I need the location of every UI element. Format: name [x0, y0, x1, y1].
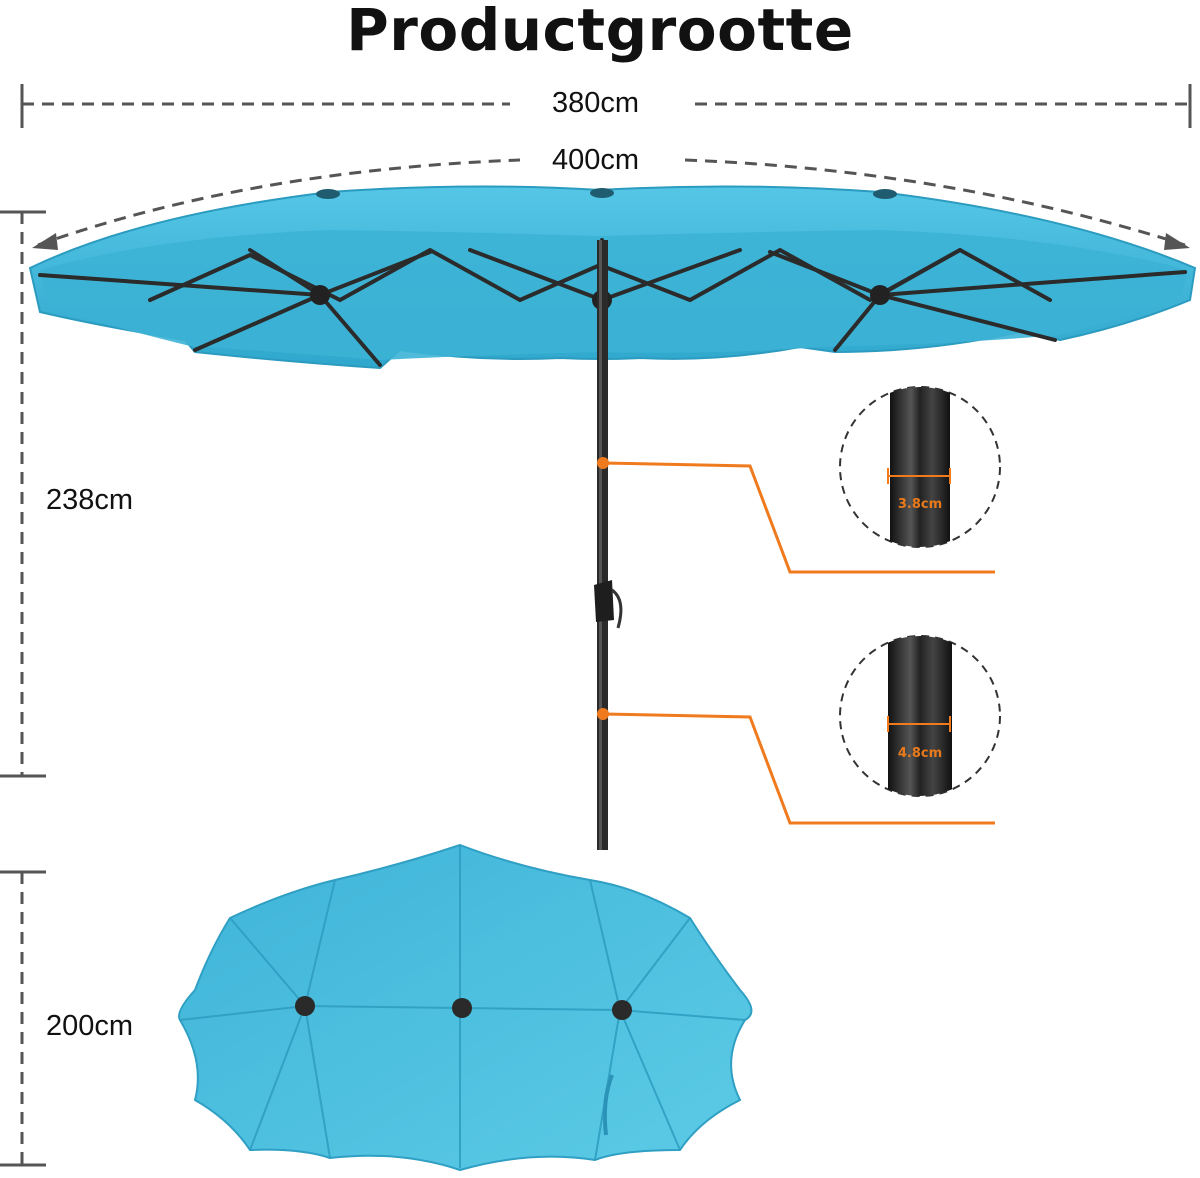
page-title: Productgrootte: [346, 0, 854, 64]
upper-pole-diameter-label: 3.8cm: [898, 497, 942, 512]
height-dimension-238: [0, 210, 46, 778]
upper-pole-callout: [597, 386, 1001, 574]
umbrella-open-illustration: [28, 185, 1197, 850]
depth-label: 200cm: [46, 1010, 134, 1042]
umbrella-top-view-illustration: [178, 843, 753, 1172]
width-dimension-380: [20, 84, 1192, 128]
pole-detail-icon: [888, 636, 952, 796]
depth-dimension-200: [0, 870, 46, 1167]
lower-pole-diameter-label: 4.8cm: [898, 746, 942, 761]
width-straight-label: 380cm: [552, 87, 640, 119]
width-arc-label: 400cm: [552, 144, 640, 176]
pole-detail-icon: [890, 387, 950, 547]
height-label: 238cm: [46, 484, 134, 516]
lower-pole-callout: [597, 635, 1001, 825]
width-dimension-400-arc: [32, 158, 1190, 250]
